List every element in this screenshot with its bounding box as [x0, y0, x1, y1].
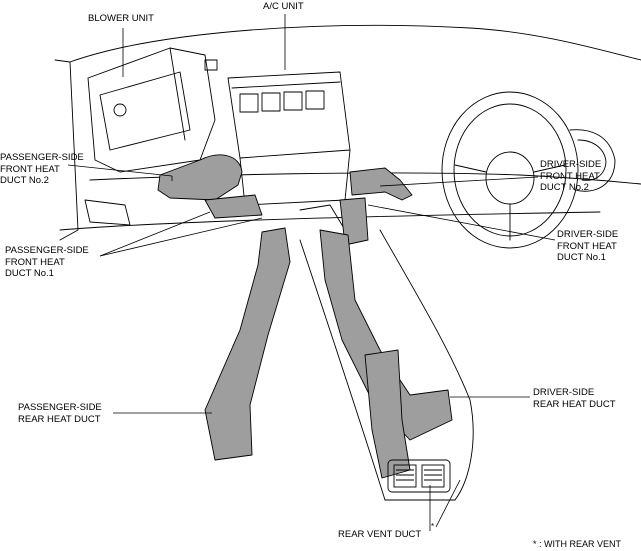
ac-unit-shape: [227, 71, 351, 206]
label-line: FRONT HEAT: [540, 170, 600, 182]
ds-front-heat-duct-no2: [349, 167, 413, 201]
ps-rear-heat-duct: [204, 227, 291, 461]
blower-unit-shape: [87, 47, 218, 173]
label-ds-front-heat-duct-no1: DRIVER-SIDE FRONT HEAT DUCT No.1: [557, 229, 618, 264]
label-line: DRIVER-SIDE: [540, 159, 602, 170]
label-ac-unit: A/C UNIT: [263, 1, 304, 12]
label-line: DRIVER-SIDE: [557, 229, 619, 240]
label-line: PASSENGER-SIDE: [5, 245, 89, 256]
label-line: DUCT No.2: [0, 175, 49, 186]
label-line: PASSENGER-SIDE: [0, 152, 84, 163]
label-ds-front-heat-duct-no2: DRIVER-SIDE FRONT HEAT DUCT No.2: [540, 159, 601, 194]
ds-front-heat-duct-no1: [339, 197, 369, 246]
leader-lines: [67, 14, 556, 531]
label-line: FRONT HEAT: [557, 240, 617, 252]
right-vent-inner: [577, 139, 607, 181]
label-ps-rear-heat-duct: PASSENGER-SIDE REAR HEAT DUCT: [18, 402, 102, 425]
label-blower-unit: BLOWER UNIT: [88, 13, 154, 24]
label-line: FRONT HEAT: [5, 256, 65, 268]
console-edge: [299, 204, 346, 231]
label-line: PASSENGER-SIDE: [18, 402, 102, 413]
label-line: REAR HEAT DUCT: [18, 413, 101, 425]
center-console: [299, 229, 474, 501]
dashboard-outline: [69, 24, 641, 63]
label-rear-vent-duct: REAR VENT DUCT: [338, 529, 422, 540]
label-line: REAR HEAT DUCT: [533, 398, 616, 410]
label-line: DRIVER-SIDE: [533, 387, 595, 398]
label-line: DUCT No.1: [557, 252, 606, 263]
label-line: DUCT No.1: [5, 268, 54, 279]
label-ps-front-heat-duct-no2: PASSENGER-SIDE FRONT HEAT DUCT No.2: [0, 152, 84, 187]
steering-wheel: [441, 91, 579, 249]
left-pillar: [54, 59, 79, 241]
rear-vent-grille: [387, 459, 451, 493]
ps-front-heat-duct-no1: [204, 194, 263, 219]
label-asterisk: *: [431, 522, 435, 531]
label-line: FRONT HEAT: [0, 163, 60, 175]
left-bracket: [84, 199, 131, 226]
label-ds-rear-heat-duct: DRIVER-SIDE REAR HEAT DUCT: [533, 387, 616, 410]
ps-front-heat-duct-no2: [157, 154, 243, 201]
cowl-line: [59, 211, 601, 231]
footnote-with-rear-vent: * : WITH REAR VENT: [533, 539, 622, 549]
ds-rear-heat-duct: [319, 229, 453, 441]
right-vent: [569, 129, 616, 192]
label-ps-front-heat-duct-no1: PASSENGER-SIDE FRONT HEAT DUCT No.1: [5, 245, 89, 280]
label-line: DUCT No.2: [540, 182, 589, 193]
